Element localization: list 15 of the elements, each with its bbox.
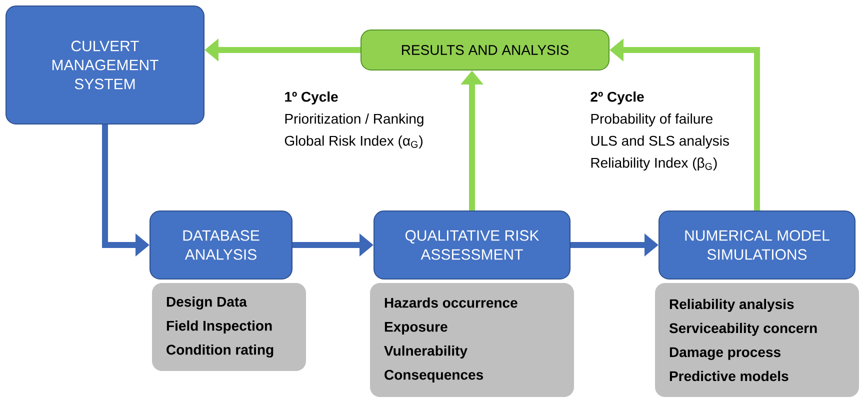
main-box: CULVERT MANAGEMENT SYSTEM xyxy=(6,6,204,124)
list-box: Design Data Field Inspection Condition rating xyxy=(152,283,306,371)
process-box: NUMERICAL MODEL SIMULATIONS xyxy=(658,210,856,280)
cycle-heading: 2º Cycle xyxy=(590,91,644,105)
process-box: QUALITATIVE RISK ASSESSMENT xyxy=(374,210,570,280)
cycle-note: Reliability Index (β$_{G}$) xyxy=(591,157,717,171)
cycle-note: Global Risk Index (α$_{G}$) xyxy=(284,135,422,149)
process-box: DATABASE ANALYSIS xyxy=(150,210,292,280)
result-box: RESULTS AND ANALYSIS xyxy=(360,30,610,70)
cycle-note: ULS and SLS analysis xyxy=(591,135,729,149)
cycle-note: Prioritization / Ranking xyxy=(285,113,424,127)
list-box: Reliability analysis Serviceability concern Damage process Predictive models xyxy=(655,283,859,397)
list-box: Hazards occurrence Exposure Vulnerability Consequences xyxy=(370,283,574,397)
cycle-note: Probability of failure xyxy=(591,113,712,127)
cycle-heading: 1º Cycle xyxy=(285,91,338,105)
